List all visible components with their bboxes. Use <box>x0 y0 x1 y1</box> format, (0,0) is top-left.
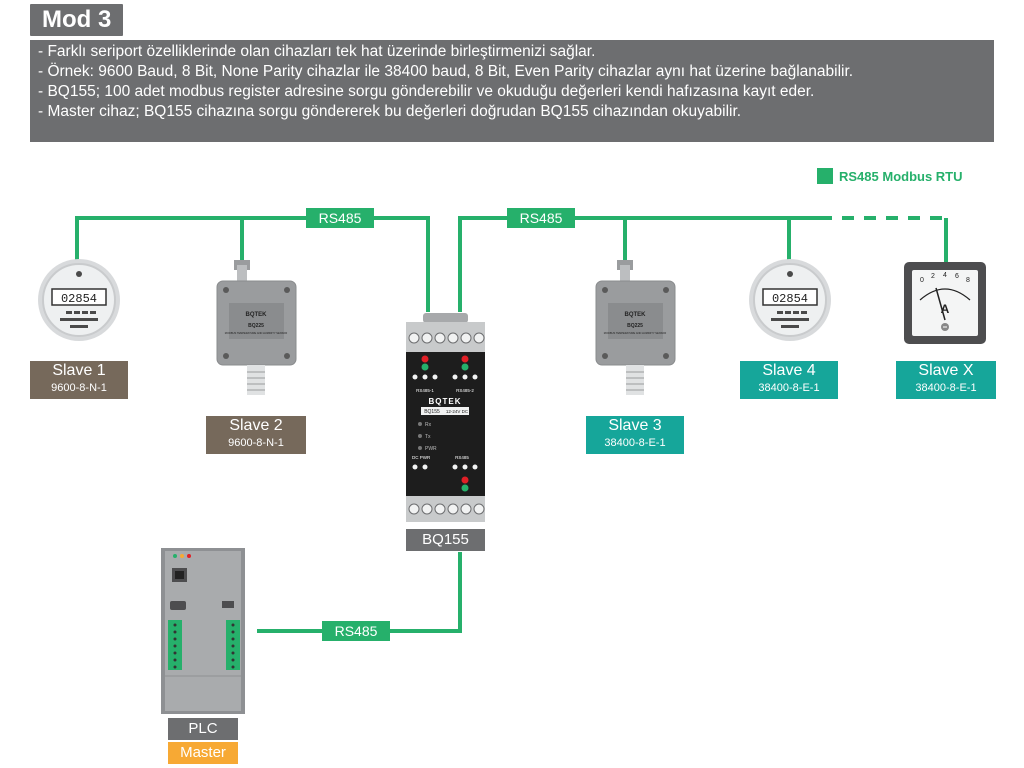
sensor-model: BQ225 <box>627 323 643 329</box>
slave4-label: Slave 4 38400-8-E-1 <box>740 361 838 399</box>
sensor-brand: BQTEK <box>246 312 268 318</box>
slave2-config: 9600-8-N-1 <box>228 437 284 449</box>
gateway-rx: Rx <box>425 422 432 428</box>
sensor-model: BQ225 <box>248 323 264 329</box>
sensor-caption: MODBUS TEMPERATURE AND HUMIDITY SENSOR <box>225 331 288 335</box>
gateway-voltage: 12-24V DC <box>446 409 469 414</box>
scale-tick: 4 <box>943 272 947 279</box>
meter-counter: 02854 <box>61 292 97 306</box>
ammeter-unit: A <box>941 302 950 316</box>
bq155-gateway-icon: RS485-1 RS485-2 BQTEK BQ155 12-24V DC Rx… <box>406 313 485 522</box>
slave4-energy-meter-icon: 02854 <box>749 259 831 341</box>
description-line: - Farklı seriport özelliklerinde olan ci… <box>38 43 596 60</box>
gateway-dcpwr: DC PWR <box>412 455 431 460</box>
description-box: - Farklı seriport özelliklerinde olan ci… <box>30 40 994 142</box>
gateway-pwr: PWR <box>425 446 437 452</box>
sensor-caption: MODBUS TEMPERATURE AND HUMIDITY SENSOR <box>604 331 667 335</box>
plc-device-icon <box>161 548 245 714</box>
plc-label: PLC <box>168 718 238 740</box>
slave4-config: 38400-8-E-1 <box>758 382 820 394</box>
scale-tick: 0 <box>920 277 924 284</box>
scale-tick: 2 <box>931 273 935 280</box>
bus-line-right <box>458 216 820 312</box>
slave3-config: 38400-8-E-1 <box>604 437 666 449</box>
gateway-brand: BQTEK <box>429 397 462 406</box>
gateway-port1-label: RS485-1 <box>416 388 434 393</box>
legend-swatch <box>817 168 833 184</box>
sensor-brand: BQTEK <box>625 312 647 318</box>
rs485-label-right: RS485 <box>507 208 575 228</box>
slave1-config: 9600-8-N-1 <box>51 382 107 394</box>
slave4-name: Slave 4 <box>762 362 816 379</box>
bus-line-plc <box>257 552 462 633</box>
slave3-name: Slave 3 <box>608 417 662 434</box>
bus-line-left <box>75 216 430 312</box>
meter-counter: 02854 <box>772 292 808 306</box>
slavex-name: Slave X <box>918 362 974 379</box>
scale-tick: 8 <box>966 277 970 284</box>
slave2-sensor-icon: BQTEK BQ225 MODBUS TEMPERATURE AND HUMID… <box>216 260 297 395</box>
scale-tick: 6 <box>955 273 959 280</box>
slave3-label: Slave 3 38400-8-E-1 <box>586 416 684 454</box>
slavex-config: 38400-8-E-1 <box>915 382 977 394</box>
slave1-label: Slave 1 9600-8-N-1 <box>30 361 128 399</box>
slavex-label: Slave X 38400-8-E-1 <box>896 361 996 399</box>
slave2-name: Slave 2 <box>229 417 283 434</box>
slave2-label: Slave 2 9600-8-N-1 <box>206 416 306 454</box>
rs485-label-bottom: RS485 <box>322 621 390 641</box>
master-label: Master <box>168 742 238 764</box>
rs485-label-left: RS485 <box>306 208 374 228</box>
legend: RS485 Modbus RTU <box>817 168 963 184</box>
gateway-model: BQ155 <box>424 409 440 415</box>
gateway-tx: Tx <box>425 434 431 440</box>
gateway-label: BQ155 <box>406 529 485 551</box>
description-line: - Örnek: 9600 Baud, 8 Bit, None Parity c… <box>38 63 854 80</box>
gateway-port3-label: RS485 <box>455 455 469 460</box>
slave3-sensor-icon: BQTEK BQ225 MODBUS TEMPERATURE AND HUMID… <box>595 260 676 395</box>
description-line: - Master cihaz; BQ155 cihazına sorgu gön… <box>38 103 742 120</box>
page-title: Mod 3 <box>30 4 124 36</box>
gateway-port2-label: RS485-2 <box>456 388 474 393</box>
legend-label: RS485 Modbus RTU <box>839 168 963 184</box>
slave1-name: Slave 1 <box>52 362 106 379</box>
slave1-energy-meter-icon: 02854 <box>38 259 120 341</box>
slavex-ammeter-icon: 0 2 4 6 8 A <box>904 262 986 344</box>
bus-lines <box>75 216 948 633</box>
description-line: - BQ155; 100 adet modbus register adresi… <box>38 83 815 100</box>
